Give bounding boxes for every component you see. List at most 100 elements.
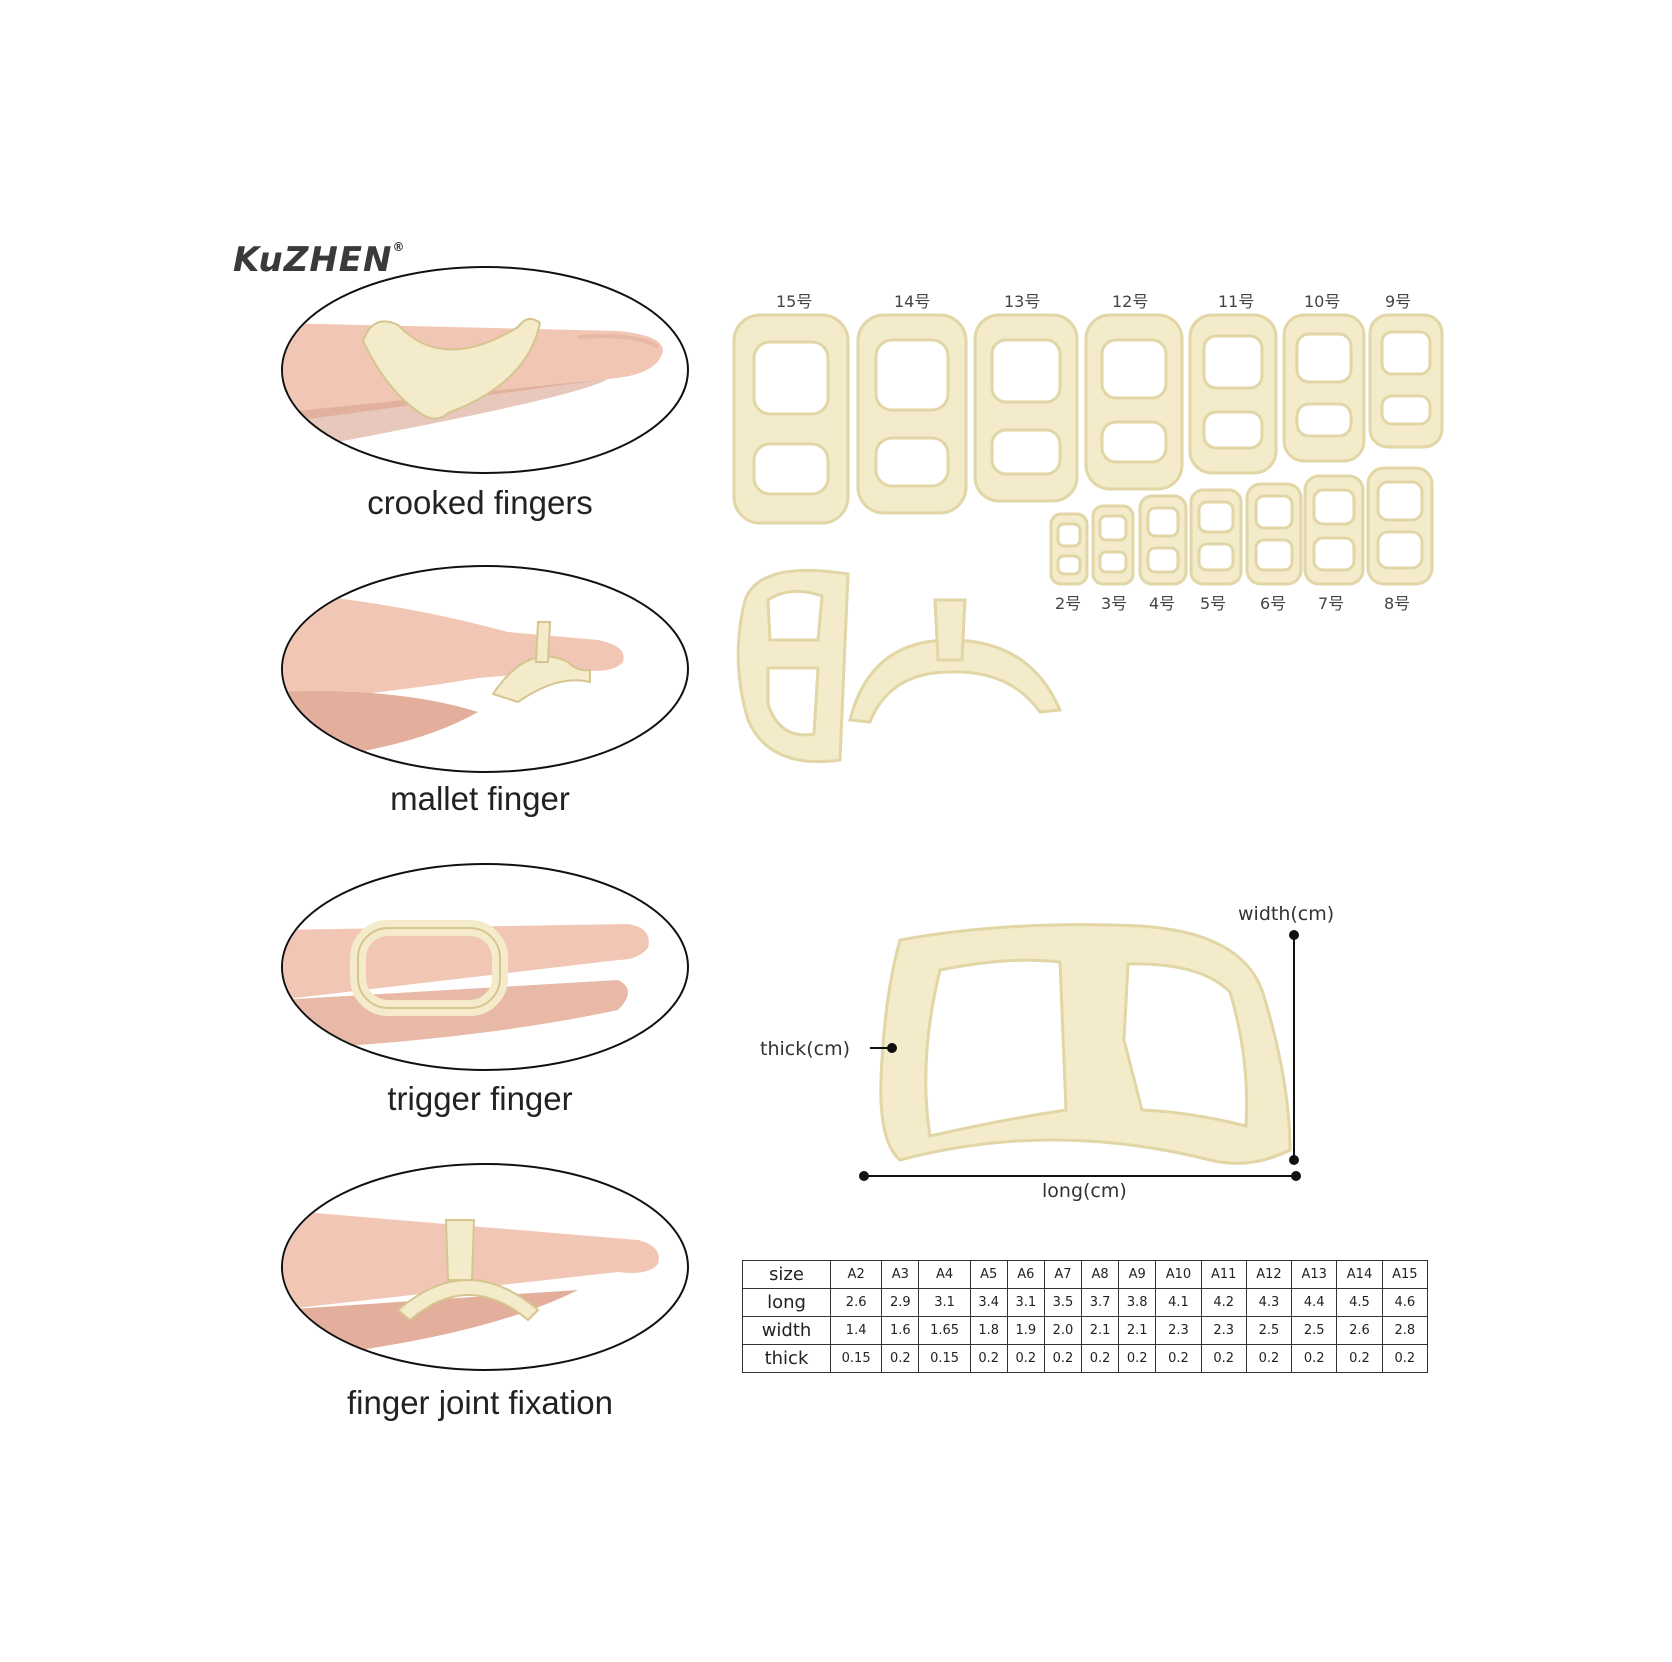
table-cell: 0.2 <box>1081 1344 1120 1373</box>
table-cell: 2.1 <box>1081 1316 1120 1345</box>
brand-logo: KuZHEN® <box>233 240 405 280</box>
size-label-11: 11号 <box>1218 292 1255 311</box>
table-cell: 2.3 <box>1200 1316 1247 1345</box>
size-label-12: 12号 <box>1112 292 1149 311</box>
table-header-cell: A5 <box>969 1260 1008 1289</box>
table-cell: 3.7 <box>1081 1288 1120 1317</box>
table-cell: 2.0 <box>1043 1316 1083 1345</box>
brand-name: KuZHEN <box>233 240 393 280</box>
table-cell: 0.2 <box>969 1344 1008 1373</box>
table-cell: 4.2 <box>1200 1288 1247 1317</box>
table-cell: long <box>742 1288 831 1317</box>
usecase-caption-finger-joint-fixation: finger joint fixation <box>347 1384 613 1421</box>
usecase-caption-mallet-finger: mallet finger <box>390 780 570 817</box>
table-header-cell: A9 <box>1118 1260 1157 1289</box>
table-cell: 2.6 <box>829 1288 883 1317</box>
table-cell: 2.5 <box>1245 1316 1293 1345</box>
table-cell: 1.4 <box>829 1316 883 1345</box>
table-cell: 0.2 <box>1336 1344 1383 1373</box>
splint-14 <box>856 313 968 515</box>
splint-3 <box>1091 504 1135 586</box>
table-header-cell: A12 <box>1245 1260 1293 1289</box>
table-cell: 4.5 <box>1336 1288 1383 1317</box>
table-cell: 3.1 <box>918 1288 971 1317</box>
table-cell: 2.8 <box>1381 1316 1429 1345</box>
splint-13 <box>973 313 1079 503</box>
splint-10 <box>1282 313 1366 463</box>
table-header-cell: size <box>742 1260 831 1289</box>
usecase-caption-crooked-fingers: crooked fingers <box>367 484 593 521</box>
usecase-caption-trigger-finger: trigger finger <box>387 1080 573 1117</box>
splint-side-view <box>736 568 850 764</box>
usecase-photo-crooked-fingers <box>281 266 689 474</box>
table-cell: 2.9 <box>881 1288 920 1317</box>
size-label-14: 14号 <box>894 292 931 311</box>
table-cell: 4.6 <box>1381 1288 1429 1317</box>
thick-dimension-label: thick(cm) <box>760 1038 850 1060</box>
table-header-cell: A2 <box>829 1260 883 1289</box>
table-cell: 0.15 <box>829 1344 883 1373</box>
size-label-6: 6号 <box>1260 594 1287 613</box>
table-header-cell: A14 <box>1336 1260 1383 1289</box>
size-label-5: 5号 <box>1200 594 1227 613</box>
table-header-row: size A2 A3 A4 A5 A6 A7 A8 A9 A10 A11 A12… <box>742 1260 1429 1289</box>
usecase-photo-trigger-finger <box>281 863 689 1071</box>
size-label-3: 3号 <box>1101 594 1128 613</box>
splint-15 <box>732 313 850 525</box>
size-table: size A2 A3 A4 A5 A6 A7 A8 A9 A10 A11 A12… <box>742 1260 1429 1373</box>
splint-11 <box>1188 313 1278 475</box>
table-cell: 2.5 <box>1291 1316 1338 1345</box>
table-cell: 0.15 <box>918 1344 971 1373</box>
table-cell: 3.5 <box>1043 1288 1083 1317</box>
size-label-9: 9号 <box>1385 292 1412 311</box>
table-header-cell: A7 <box>1043 1260 1083 1289</box>
splint-2 <box>1049 512 1089 586</box>
table-header-cell: A6 <box>1006 1260 1045 1289</box>
table-header-cell: A13 <box>1291 1260 1338 1289</box>
table-header-cell: A4 <box>918 1260 971 1289</box>
size-label-10: 10号 <box>1304 292 1341 311</box>
table-cell: width <box>742 1316 831 1345</box>
long-dimension-label: long(cm) <box>1042 1180 1127 1202</box>
size-label-15: 15号 <box>776 292 813 311</box>
splint-7 <box>1303 474 1365 586</box>
size-label-2: 2号 <box>1055 594 1082 613</box>
table-header-cell: A3 <box>881 1260 920 1289</box>
splint-4 <box>1138 494 1188 586</box>
splint-8 <box>1366 466 1434 586</box>
table-cell: 0.2 <box>1200 1344 1247 1373</box>
size-label-4: 4号 <box>1149 594 1176 613</box>
splint-6 <box>1245 482 1303 586</box>
table-cell: 0.2 <box>1245 1344 1293 1373</box>
table-cell: 0.2 <box>1291 1344 1338 1373</box>
table-cell: 2.1 <box>1118 1316 1157 1345</box>
table-header-cell: A11 <box>1200 1260 1247 1289</box>
table-cell: 4.3 <box>1245 1288 1293 1317</box>
table-cell: 0.2 <box>1155 1344 1202 1373</box>
table-cell: 4.4 <box>1291 1288 1338 1317</box>
table-cell: 3.8 <box>1118 1288 1157 1317</box>
table-cell: thick <box>742 1344 831 1373</box>
table-cell: 0.2 <box>1043 1344 1083 1373</box>
size-label-13: 13号 <box>1004 292 1041 311</box>
splint-5 <box>1189 488 1243 586</box>
table-cell: 2.3 <box>1155 1316 1202 1345</box>
table-header-cell: A10 <box>1155 1260 1202 1289</box>
table-cell: 1.8 <box>969 1316 1008 1345</box>
table-row: width 1.4 1.6 1.65 1.8 1.9 2.0 2.1 2.1 2… <box>742 1316 1429 1345</box>
table-cell: 3.4 <box>969 1288 1008 1317</box>
table-cell: 1.6 <box>881 1316 920 1345</box>
table-cell: 0.2 <box>1118 1344 1157 1373</box>
table-header-cell: A8 <box>1081 1260 1120 1289</box>
table-cell: 1.9 <box>1006 1316 1045 1345</box>
table-cell: 4.1 <box>1155 1288 1202 1317</box>
table-cell: 0.2 <box>1381 1344 1429 1373</box>
table-cell: 2.6 <box>1336 1316 1383 1345</box>
registered-mark: ® <box>392 240 406 254</box>
splint-12 <box>1084 313 1184 491</box>
usecase-photo-finger-joint-fixation <box>281 1163 689 1371</box>
size-label-7: 7号 <box>1318 594 1345 613</box>
table-row: long 2.6 2.9 3.1 3.4 3.1 3.5 3.7 3.8 4.1… <box>742 1288 1429 1317</box>
table-header-cell: A15 <box>1381 1260 1429 1289</box>
splint-9 <box>1368 313 1444 449</box>
